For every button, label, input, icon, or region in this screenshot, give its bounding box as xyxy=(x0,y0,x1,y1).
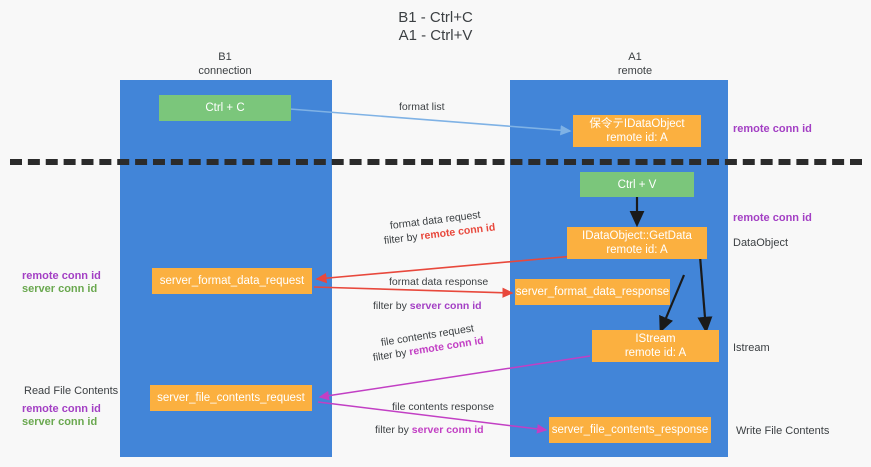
node-idataobject-line2: remote id: A xyxy=(606,132,668,144)
diagram-title-line1: B1 - Ctrl+C xyxy=(398,9,473,26)
node-server-file-contents-response-label: server_file_contents_response xyxy=(551,424,709,436)
annotation-dataobject: DataObject xyxy=(733,237,789,249)
annotation-read-file-contents: Read File Contents xyxy=(24,385,119,397)
node-istream-line2: remote id: A xyxy=(624,347,687,359)
phase-divider xyxy=(10,159,862,165)
annotation-write-file-contents: Write File Contents xyxy=(736,425,830,437)
node-server-file-contents-response[interactable]: server_file_contents_response xyxy=(549,417,711,443)
column-header-a1-role: remote xyxy=(617,65,653,77)
annotation-istream: Istream xyxy=(733,342,770,354)
node-getdata-line1: IDataObject::GetData xyxy=(582,230,692,242)
annotation-remote-conn-id-top: remote conn id xyxy=(733,123,812,135)
filter-key-4: server conn id xyxy=(411,424,484,436)
node-server-format-data-request[interactable]: server_format_data_request xyxy=(152,268,312,294)
filter-prefix-3: filter by xyxy=(372,346,411,364)
edge-label-format-data-response-filter: filter by server conn id xyxy=(373,299,482,313)
annotation-left-remote-conn-id-bottom: remote conn id xyxy=(22,403,101,415)
column-header-a1-name: A1 xyxy=(628,51,642,63)
node-ctrl-c[interactable]: Ctrl + C xyxy=(159,95,291,121)
node-server-format-data-response-label: server_format_data_response xyxy=(515,286,670,298)
column-header-a1: A1 remote xyxy=(560,50,710,78)
node-ctrl-c-label: Ctrl + C xyxy=(205,102,245,114)
node-server-file-contents-request[interactable]: server_file_contents_request xyxy=(150,385,312,411)
node-istream[interactable]: IStream remote id: A xyxy=(592,330,719,362)
edge-label-format-data-response: format data response xyxy=(389,276,489,288)
annotation-remote-conn-id-mid: remote conn id xyxy=(733,212,812,224)
node-ctrl-v-label: Ctrl + V xyxy=(617,178,657,191)
node-server-format-data-response[interactable]: server_format_data_response xyxy=(515,279,670,305)
column-header-b1-role: connection xyxy=(198,65,252,77)
column-header-b1: B1 connection xyxy=(150,50,300,78)
edge-label-format-list: format list xyxy=(399,101,445,113)
filter-key-2: server conn id xyxy=(409,300,482,312)
annotation-left-server-conn-id-mid: server conn id xyxy=(22,283,98,295)
edge-label-file-contents-response: file contents response xyxy=(392,401,495,413)
node-server-format-data-request-label: server_format_data_request xyxy=(159,275,305,287)
node-idataobject-line1: 保令テIDataObject xyxy=(589,118,685,130)
annotation-left-server-conn-id-bottom: server conn id xyxy=(22,416,98,428)
filter-prefix-4: filter by xyxy=(375,424,412,436)
node-getdata-line2: remote id: A xyxy=(606,244,668,256)
node-server-file-contents-request-label: server_file_contents_request xyxy=(157,392,305,404)
column-header-b1-name: B1 xyxy=(218,51,232,63)
filter-prefix-2: filter by xyxy=(373,300,410,312)
filter-prefix-1: filter by xyxy=(383,230,422,247)
node-istream-line1: IStream xyxy=(635,333,676,345)
diagram-title-line2: A1 - Ctrl+V xyxy=(398,27,473,44)
node-idataobject-getdata[interactable]: IDataObject::GetData remote id: A xyxy=(567,227,707,259)
annotation-left-remote-conn-id-mid: remote conn id xyxy=(22,270,101,282)
node-ctrl-v[interactable]: Ctrl + V xyxy=(580,172,694,197)
edge-label-file-contents-response-filter: filter by server conn id xyxy=(375,423,484,437)
node-idataobject[interactable]: 保令テIDataObject remote id: A xyxy=(573,115,701,147)
